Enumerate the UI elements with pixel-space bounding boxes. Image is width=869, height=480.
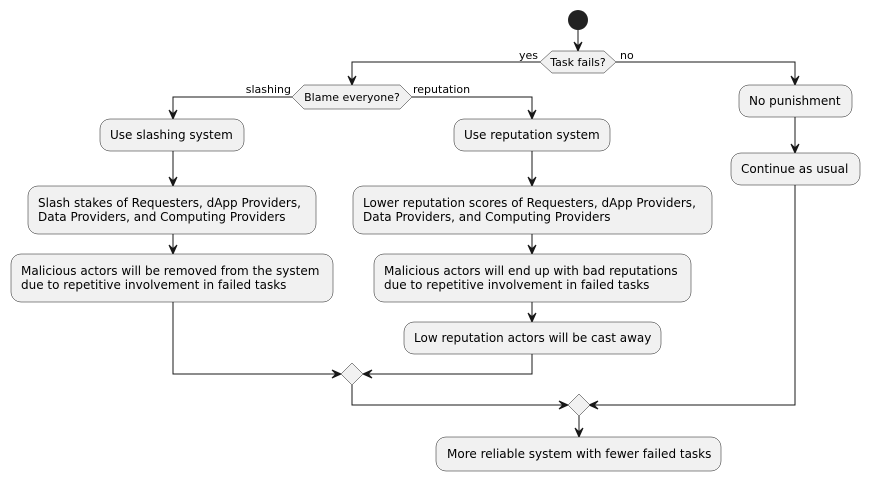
activity-slash-stakes: [27, 185, 317, 235]
arrowhead: [361, 369, 373, 379]
arrowhead: [527, 176, 537, 188]
arrowhead: [527, 244, 537, 256]
branch-label-yes: yes: [519, 49, 538, 62]
arrowhead: [573, 41, 583, 53]
arrowhead: [574, 427, 584, 439]
edge-cast-away-to-merge: [368, 354, 533, 375]
arrowhead: [527, 312, 537, 324]
activity-more-reliable-system: [435, 436, 722, 472]
activity-use-slashing-system: [99, 118, 245, 152]
branch-label-slashing: slashing: [246, 83, 291, 96]
edge-no-to-no-punishment: [616, 61, 796, 80]
merge-node-blame: [340, 362, 364, 386]
arrowhead: [790, 75, 800, 87]
activity-text: Lower reputation scores of Requesters, d…: [363, 196, 696, 210]
arrowhead: [168, 109, 178, 121]
edge-continue-to-merge2: [594, 185, 796, 406]
activity-text: Use reputation system: [464, 128, 600, 142]
branch-label-reputation: reputation: [413, 83, 470, 96]
merge-node-final: [567, 393, 591, 417]
activity-text: Data Providers, and Computing Providers: [38, 210, 286, 224]
activity-text: More reliable system with fewer failed t…: [447, 447, 711, 461]
edge-to-use-slashing: [172, 96, 292, 114]
activity-text: Malicious actors will be removed from th…: [21, 264, 319, 278]
activity-text: due to repetitive involvement in failed …: [384, 278, 649, 292]
arrowhead: [587, 400, 599, 410]
activity-text: Slash stakes of Requesters, dApp Provide…: [38, 196, 301, 210]
start-node: [568, 10, 588, 30]
decision-task-fails-label: Task fails?: [549, 56, 606, 69]
activity-removed-from-system: [10, 253, 334, 303]
arrowhead: [347, 75, 357, 87]
edge-to-use-reputation: [412, 96, 533, 114]
arrowhead: [527, 109, 537, 121]
activity-text: Malicious actors will end up with bad re…: [384, 264, 678, 278]
arrowhead: [168, 244, 178, 256]
activity-text: Use slashing system: [110, 128, 233, 142]
decision-blame-label: Blame everyone?: [304, 91, 400, 104]
edge-removed-to-merge: [172, 302, 336, 375]
activity-text: No punishment: [749, 94, 841, 108]
activity-text: Low reputation actors will be cast away: [414, 331, 651, 345]
arrowhead: [168, 176, 178, 188]
activity-text: Continue as usual: [741, 162, 848, 176]
branch-label-no: no: [620, 49, 634, 62]
activity-text: Data Providers, and Computing Providers: [363, 210, 611, 224]
arrowhead: [558, 400, 570, 410]
arrowhead: [790, 143, 800, 155]
activity-text: due to repetitive involvement in failed …: [21, 278, 286, 292]
edge-merge1-to-merge2: [351, 385, 563, 406]
arrowhead: [331, 369, 343, 379]
edge-yes-to-blame: [351, 61, 540, 80]
